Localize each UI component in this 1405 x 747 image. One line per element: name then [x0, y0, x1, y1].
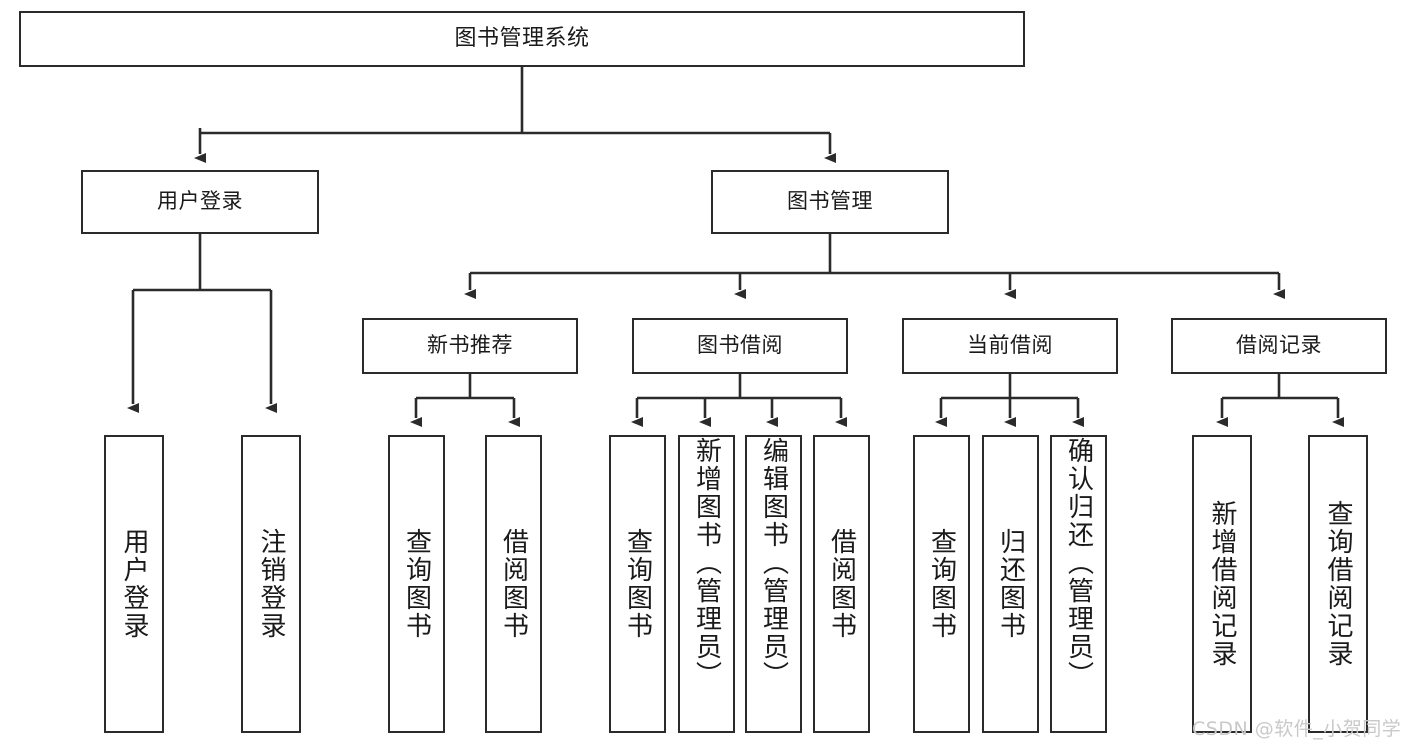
node-label: 查询图书 — [401, 528, 432, 640]
leaf-query-borrow-record[interactable]: 查询借阅记录 — [1308, 435, 1368, 733]
node-label: 注销登录 — [256, 528, 286, 640]
node-label: 图书借阅 — [697, 333, 783, 358]
node-label: 用户登录 — [157, 189, 243, 214]
node-label: 图书管理系统 — [454, 25, 590, 51]
node-book-management[interactable]: 图书管理 — [711, 170, 949, 234]
node-label: 借阅图书 — [498, 528, 529, 640]
node-borrow-record[interactable]: 借阅记录 — [1171, 318, 1387, 374]
leaf-query-book-recommend[interactable]: 查询图书 — [388, 435, 445, 733]
node-label: 查询借阅记录 — [1323, 500, 1353, 668]
node-label: 借阅记录 — [1236, 333, 1322, 358]
node-label: 编辑图书（管理员） — [758, 437, 789, 689]
leaf-borrow-book-recommend[interactable]: 借阅图书 — [485, 435, 542, 733]
node-label: 新增图书（管理员） — [691, 437, 722, 689]
leaf-edit-book-admin[interactable]: 编辑图书（管理员） — [745, 435, 802, 733]
leaf-add-book-admin[interactable]: 新增图书（管理员） — [678, 435, 735, 733]
leaf-confirm-return-admin[interactable]: 确认归还（管理员） — [1050, 435, 1107, 733]
leaf-add-borrow-record[interactable]: 新增借阅记录 — [1192, 435, 1252, 733]
leaf-query-book-current[interactable]: 查询图书 — [913, 435, 970, 733]
node-label: 查询图书 — [622, 528, 653, 640]
node-book-borrow[interactable]: 图书借阅 — [632, 318, 848, 374]
leaf-borrow-book[interactable]: 借阅图书 — [813, 435, 870, 733]
node-new-book-recommend[interactable]: 新书推荐 — [362, 318, 578, 374]
node-label: 确认归还（管理员） — [1063, 437, 1094, 689]
node-user-login[interactable]: 用户登录 — [81, 170, 319, 234]
node-label: 图书管理 — [787, 189, 873, 214]
node-label: 新增借阅记录 — [1207, 500, 1237, 668]
node-label: 查询图书 — [926, 528, 957, 640]
leaf-logout[interactable]: 注销登录 — [241, 435, 301, 733]
leaf-query-book-borrow[interactable]: 查询图书 — [609, 435, 666, 733]
leaf-user-login[interactable]: 用户登录 — [104, 435, 164, 733]
node-label: 归还图书 — [995, 528, 1026, 640]
node-label: 借阅图书 — [826, 528, 857, 640]
node-root-system[interactable]: 图书管理系统 — [19, 11, 1025, 67]
node-label: 新书推荐 — [427, 333, 513, 358]
node-label: 用户登录 — [119, 528, 149, 640]
node-label: 当前借阅 — [967, 333, 1053, 358]
csdn-watermark: CSDN @软件_小贺同学 — [1192, 718, 1402, 740]
leaf-return-book[interactable]: 归还图书 — [982, 435, 1039, 733]
node-current-borrow[interactable]: 当前借阅 — [902, 318, 1118, 374]
